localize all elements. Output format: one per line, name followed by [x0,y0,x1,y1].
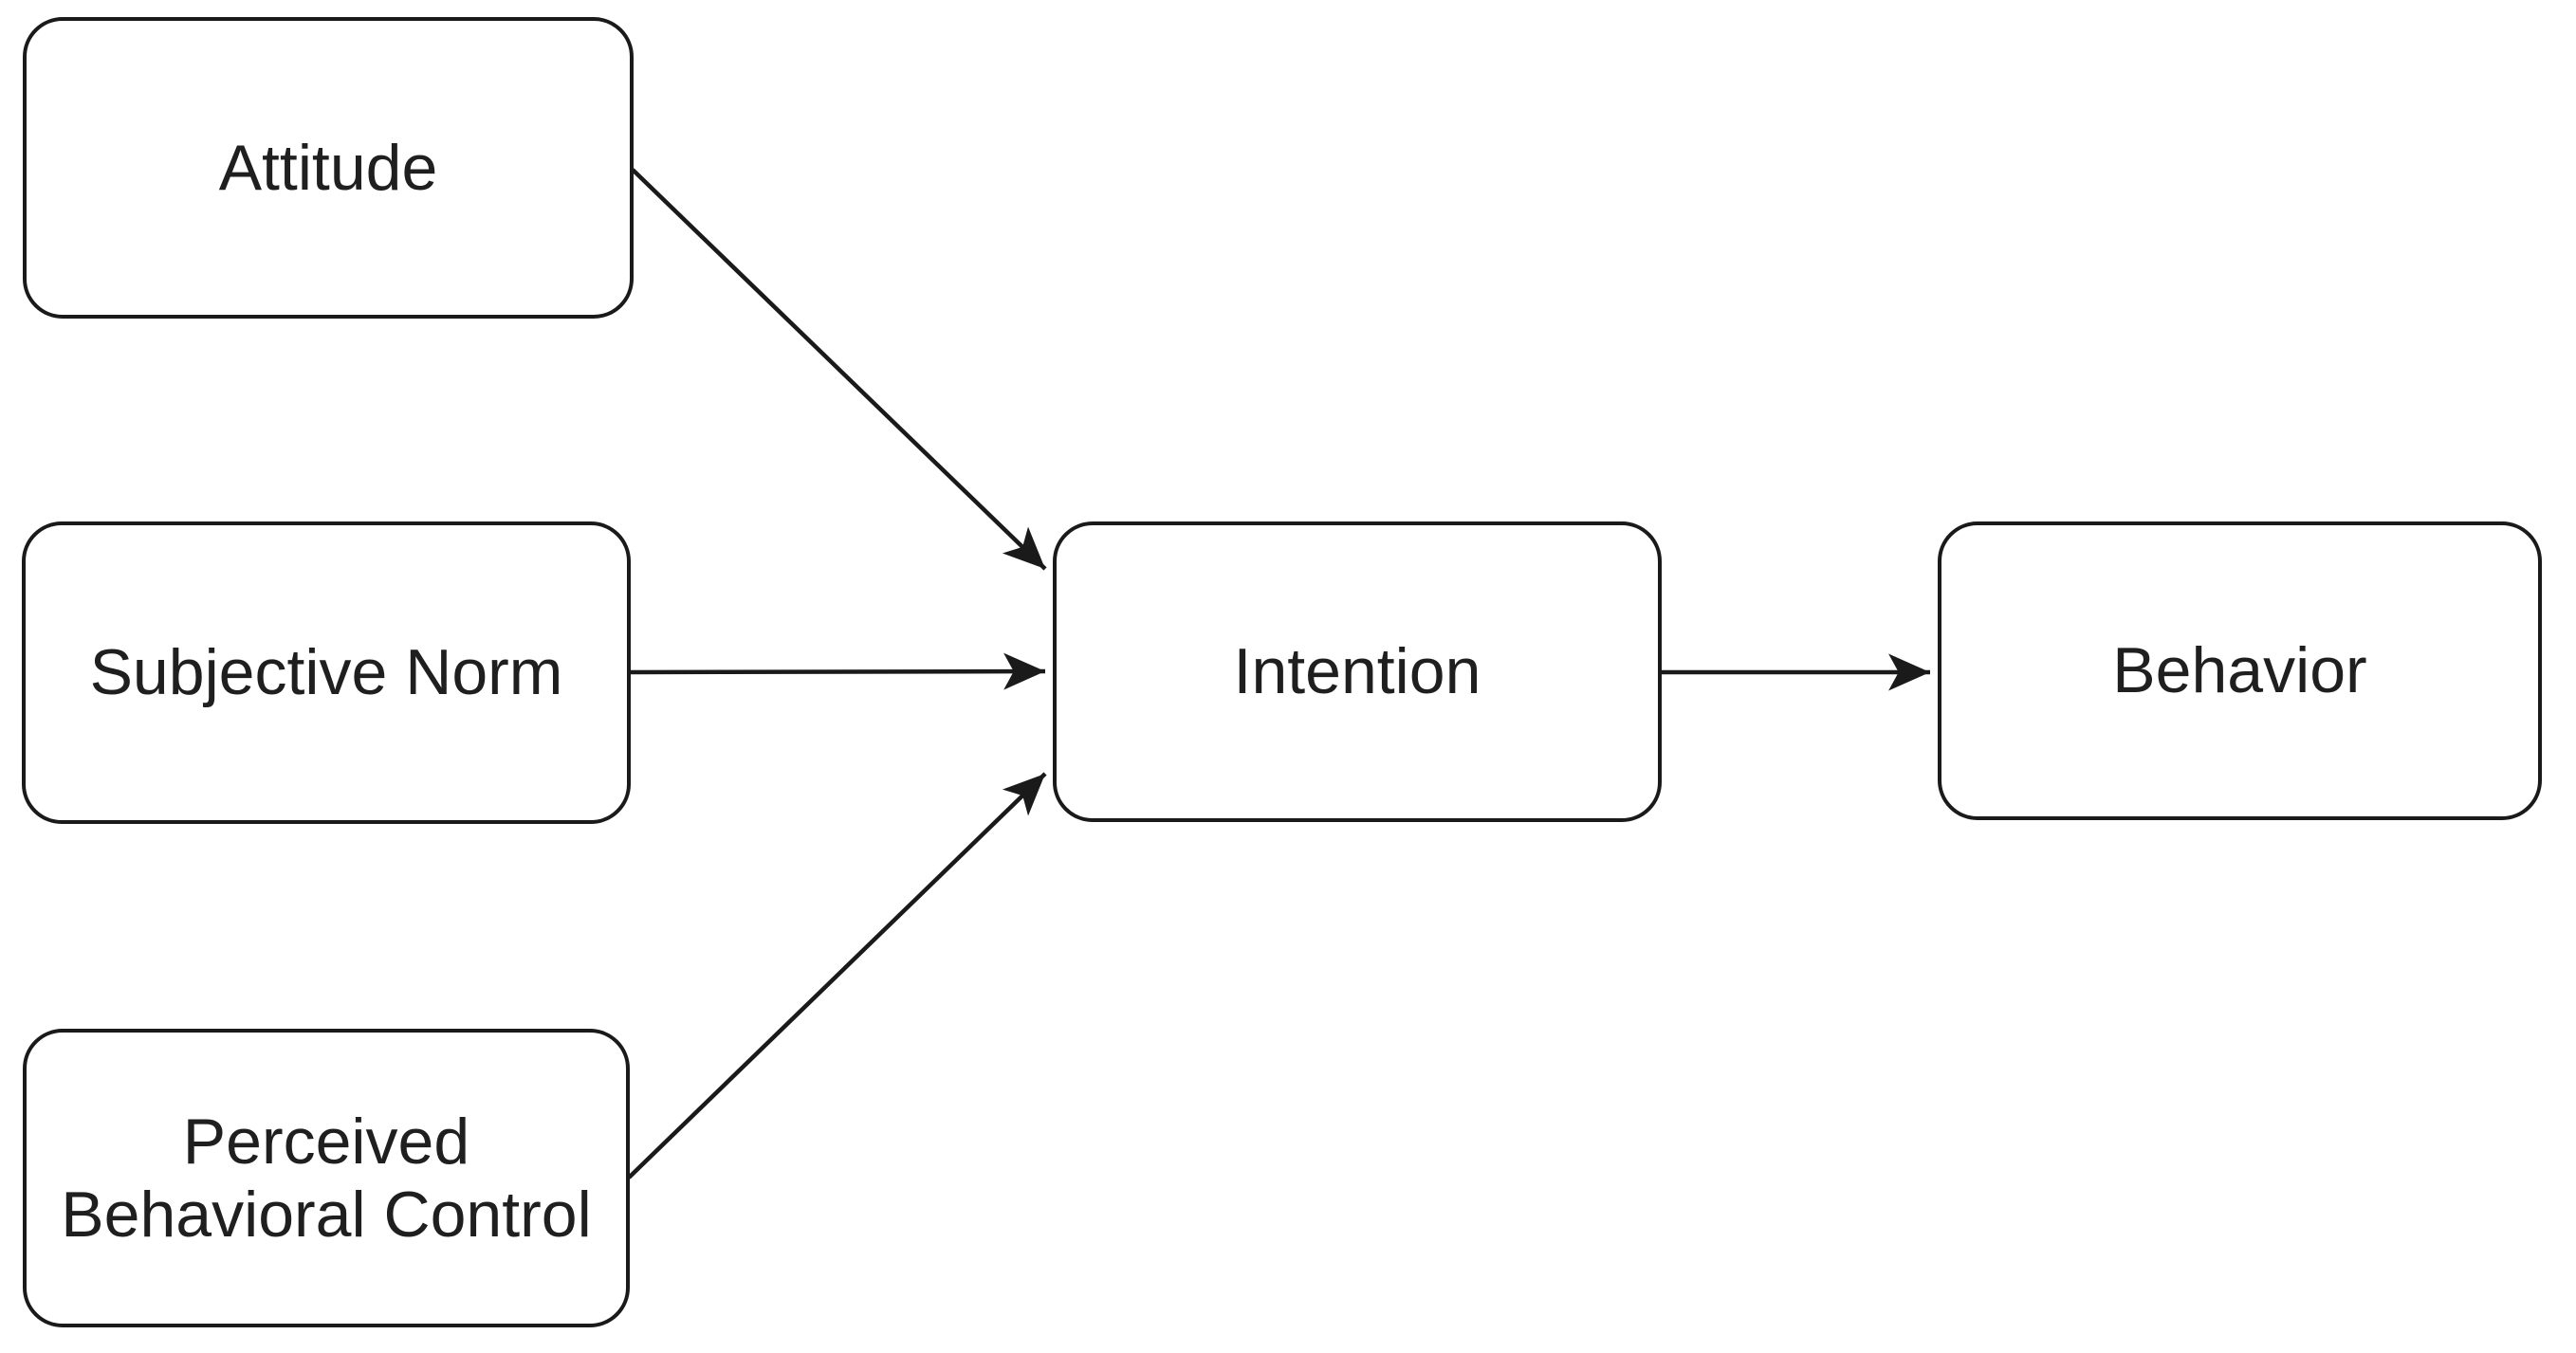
edge-perceived-behavioral-control-to-intention[interactable] [627,772,1047,1179]
edge-subjective-norm-to-intention[interactable] [629,652,1046,690]
node-behavior-label: Behavior [2112,634,2367,707]
edge-attitude-to-intention[interactable] [631,168,1047,571]
node-intention[interactable]: Intention [1053,521,1662,822]
node-intention-label: Intention [1233,635,1481,708]
node-subjective-norm[interactable]: Subjective Norm [22,521,631,824]
node-perceived-behavioral-control[interactable]: Perceived Behavioral Control [23,1029,630,1327]
node-attitude-label: Attitude [218,131,438,204]
node-behavior[interactable]: Behavior [1938,521,2542,820]
node-attitude[interactable]: Attitude [23,17,634,319]
node-perceived-behavioral-control-label-line1: Perceived [182,1106,470,1179]
node-perceived-behavioral-control-label-line2: Behavioral Control [61,1178,592,1251]
node-subjective-norm-label: Subjective Norm [89,636,563,709]
